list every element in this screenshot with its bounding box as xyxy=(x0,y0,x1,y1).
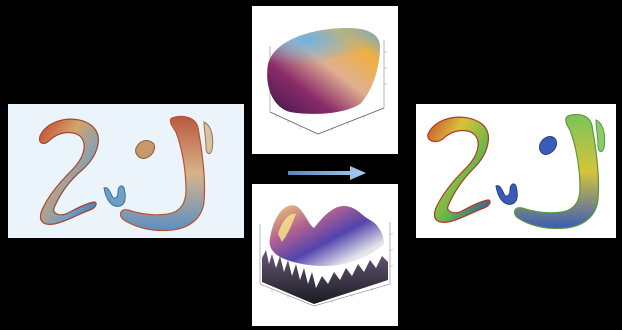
axis-frame xyxy=(259,222,391,307)
axis-ticks xyxy=(275,51,387,131)
tissue-fragment xyxy=(103,185,126,207)
surface-peak-highlight xyxy=(278,213,296,242)
y-axis xyxy=(317,107,385,135)
right-arrow-icon xyxy=(288,164,366,182)
surface-3d-drawing xyxy=(259,205,393,307)
tissue-fragment xyxy=(495,183,518,205)
tissue-fragment xyxy=(135,140,155,159)
tissue-fragment xyxy=(427,116,491,223)
axis-ticks xyxy=(271,233,393,303)
tissue-fragment xyxy=(203,121,214,155)
tissue-fragment xyxy=(595,119,606,153)
output-tissue-drawing xyxy=(427,113,606,230)
surface-noise-floor xyxy=(262,250,388,304)
tissue-fragment xyxy=(539,136,557,155)
tissue-fragment xyxy=(39,118,99,225)
color-distribution-3d-plot xyxy=(252,6,398,154)
surface-3d-plot xyxy=(252,184,398,326)
x-axis xyxy=(269,111,319,135)
input-tissue-image xyxy=(8,104,244,238)
input-tissue-drawing xyxy=(39,115,214,232)
color-point-cloud-highlight xyxy=(268,28,380,72)
tissue-fragment xyxy=(513,113,600,230)
scatter-3d-drawing xyxy=(267,28,387,135)
output-tissue-image xyxy=(416,104,616,238)
tissue-fragment xyxy=(119,115,206,232)
surface-peaks xyxy=(269,205,384,266)
